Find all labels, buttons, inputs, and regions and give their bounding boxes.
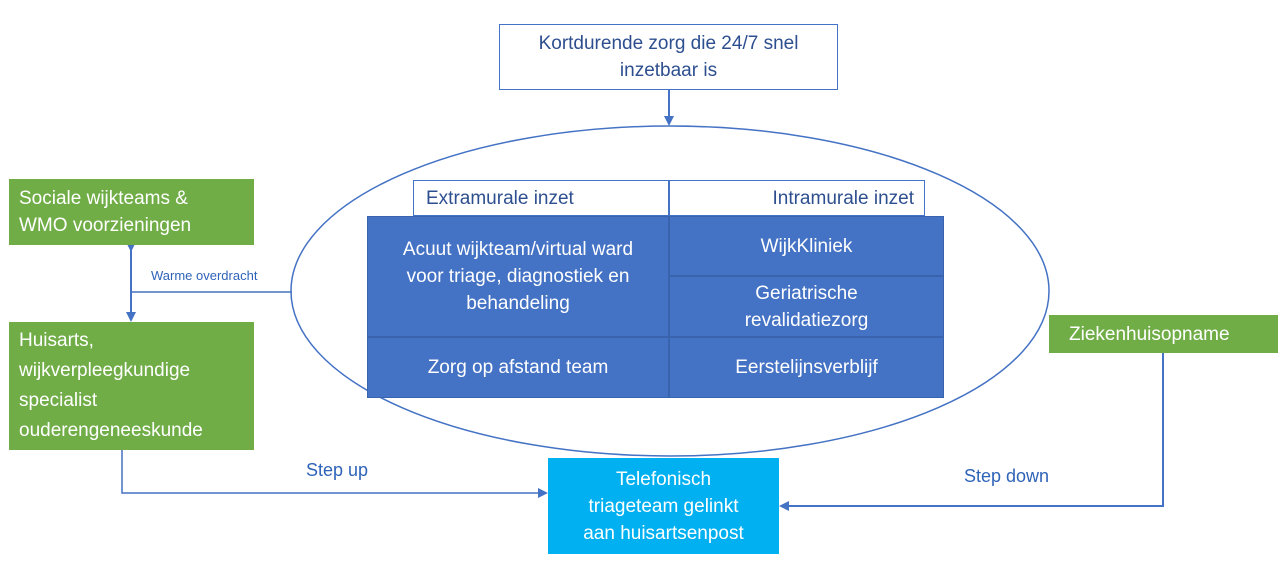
extramural-header-text: Extramurale inzet (426, 187, 574, 209)
top-box-line-2: inzetbaar is (619, 60, 718, 81)
gp-line-1: Huisarts, (19, 330, 94, 351)
intramural-header: Intramurale inzet (669, 180, 925, 216)
triage-line-3: aan huisartsenpost (583, 522, 744, 544)
top-box: Kortdurende zorg die 24/7 snel inzetbaar… (499, 24, 838, 90)
triage-team-box: Telefonisch triageteam gelinkt aan huisa… (548, 458, 779, 554)
triage-line-1: Telefonisch (615, 468, 712, 490)
remote-care-text: Zorg op afstand team (427, 357, 609, 378)
first-line-stay-cell: Eerstelijnsverblijf (669, 337, 944, 398)
wijkkliniek-text: WijkKliniek (760, 235, 853, 257)
gp-line-2: wijkverpleegkundige (19, 360, 191, 381)
social-teams-box: Sociale wijkteams & WMO voorzieningen (9, 179, 254, 245)
hospital-admission-box: Ziekenhuisopname (1049, 315, 1278, 353)
step-down-arrow (779, 353, 1164, 511)
care-ellipse (290, 125, 1050, 457)
first-line-stay-text: Eerstelijnsverblijf (735, 357, 878, 378)
intramural-header-text: Intramurale inzet (772, 187, 914, 209)
gp-line-3: specialist (19, 390, 98, 411)
acute-team-line-2: voor triage, diagnostiek en (406, 266, 630, 287)
gp-line-4: ouderengeneeskunde (19, 420, 203, 441)
top-box-line-1: Kortdurende zorg die 24/7 snel (538, 33, 799, 54)
acute-team-line-1: Acuut wijkteam/virtual ward (402, 239, 634, 260)
wijkkliniek-cell: WijkKliniek (669, 216, 944, 276)
geriatric-rehab-cell: Geriatrische revalidatiezorg (669, 276, 944, 337)
hospital-admission-text: Ziekenhuisopname (1069, 323, 1230, 345)
step-down-label: Step down (964, 466, 1050, 486)
social-teams-line-2: WMO voorzieningen (19, 215, 192, 236)
acute-team-cell: Acuut wijkteam/virtual ward voor triage,… (367, 216, 669, 337)
triage-line-2: triageteam gelinkt (588, 495, 739, 517)
step-up-arrow (121, 450, 548, 498)
remote-care-cell: Zorg op afstand team (367, 337, 669, 398)
geriatric-rehab-line-1: Geriatrische (755, 282, 858, 304)
warm-handover-label: Warme overdracht (151, 268, 258, 283)
acute-team-line-3: behandeling (466, 293, 570, 314)
geriatric-rehab-line-2: revalidatiezorg (744, 309, 869, 331)
extramural-header: Extramurale inzet (413, 180, 669, 216)
step-up-label: Step up (306, 460, 369, 480)
social-teams-line-1: Sociale wijkteams & (19, 188, 188, 209)
gp-box: Huisarts, wijkverpleegkundige specialist… (9, 322, 254, 450)
